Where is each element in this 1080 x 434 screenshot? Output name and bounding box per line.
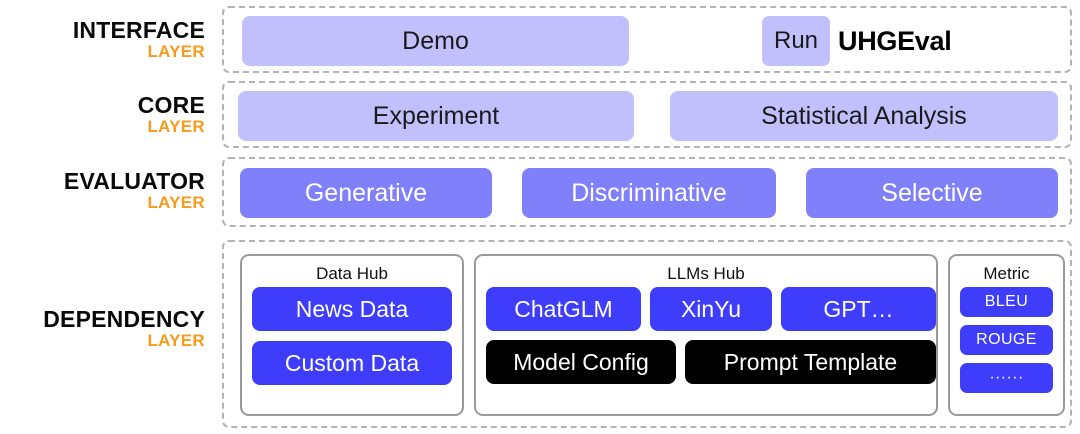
custom-data-item[interactable]: Custom Data [252,341,452,385]
llms-hub-items: ChatGLM XinYu GPT… Model Config Prompt T… [476,287,936,384]
core-layer-row: Experiment Statistical Analysis [222,81,1072,148]
interface-layer-row: Demo Run UHGEval [222,6,1072,73]
layer-name: INTERFACE [72,17,205,43]
news-data-item[interactable]: News Data [252,287,452,331]
layer-sublabel: LAYER [147,193,205,213]
llm-gpt[interactable]: GPT… [781,287,936,331]
dependency-layer-row: Data Hub News Data Custom Data LLMs Hub … [222,240,1072,428]
evaluator-selective[interactable]: Selective [806,168,1058,218]
layer-label-dependency: DEPENDENCY LAYER [0,307,205,350]
evaluator-generative[interactable]: Generative [240,168,492,218]
prompt-template-item[interactable]: Prompt Template [685,340,936,384]
metric-bleu[interactable]: BLEU [960,287,1053,317]
llms-hub-models-row: ChatGLM XinYu GPT… [486,287,936,331]
evaluator-discriminative[interactable]: Discriminative [522,168,776,218]
layer-sublabel: LAYER [147,331,205,351]
metric-rouge[interactable]: ROUGE [960,325,1053,355]
layer-sublabel: LAYER [147,117,205,137]
layer-label-core: CORE LAYER [0,93,205,136]
experiment-module[interactable]: Experiment [238,91,634,141]
metric-items: BLEU ROUGE ······ [950,287,1063,393]
metric-panel: Metric BLEU ROUGE ······ [948,254,1065,416]
layer-name: CORE [137,92,205,118]
layer-label-evaluator: EVALUATOR LAYER [0,169,205,212]
layer-name: EVALUATOR [63,168,205,194]
metric-title: Metric [983,264,1030,283]
data-hub-panel: Data Hub News Data Custom Data [240,254,464,416]
run-uhgeval-group: Run UHGEval [762,16,952,66]
data-hub-items: News Data Custom Data [242,287,462,385]
evaluator-layer-row: Generative Discriminative Selective [222,157,1072,227]
metric-more[interactable]: ······ [960,363,1053,393]
statistical-analysis-module[interactable]: Statistical Analysis [670,91,1058,141]
model-config-item[interactable]: Model Config [486,340,676,384]
llms-hub-configs-row: Model Config Prompt Template [486,340,936,384]
product-name: UHGEval [838,25,952,56]
data-hub-title: Data Hub [316,264,388,283]
llm-chatglm[interactable]: ChatGLM [486,287,641,331]
layer-label-interface: INTERFACE LAYER [0,18,205,61]
llms-hub-panel: LLMs Hub ChatGLM XinYu GPT… Model Config… [474,254,938,416]
layer-sublabel: LAYER [147,42,205,62]
layer-name: DEPENDENCY [43,306,205,332]
demo-button[interactable]: Demo [242,16,629,66]
run-button[interactable]: Run [762,16,830,66]
llm-xinyu[interactable]: XinYu [650,287,772,331]
llms-hub-title: LLMs Hub [667,264,745,283]
